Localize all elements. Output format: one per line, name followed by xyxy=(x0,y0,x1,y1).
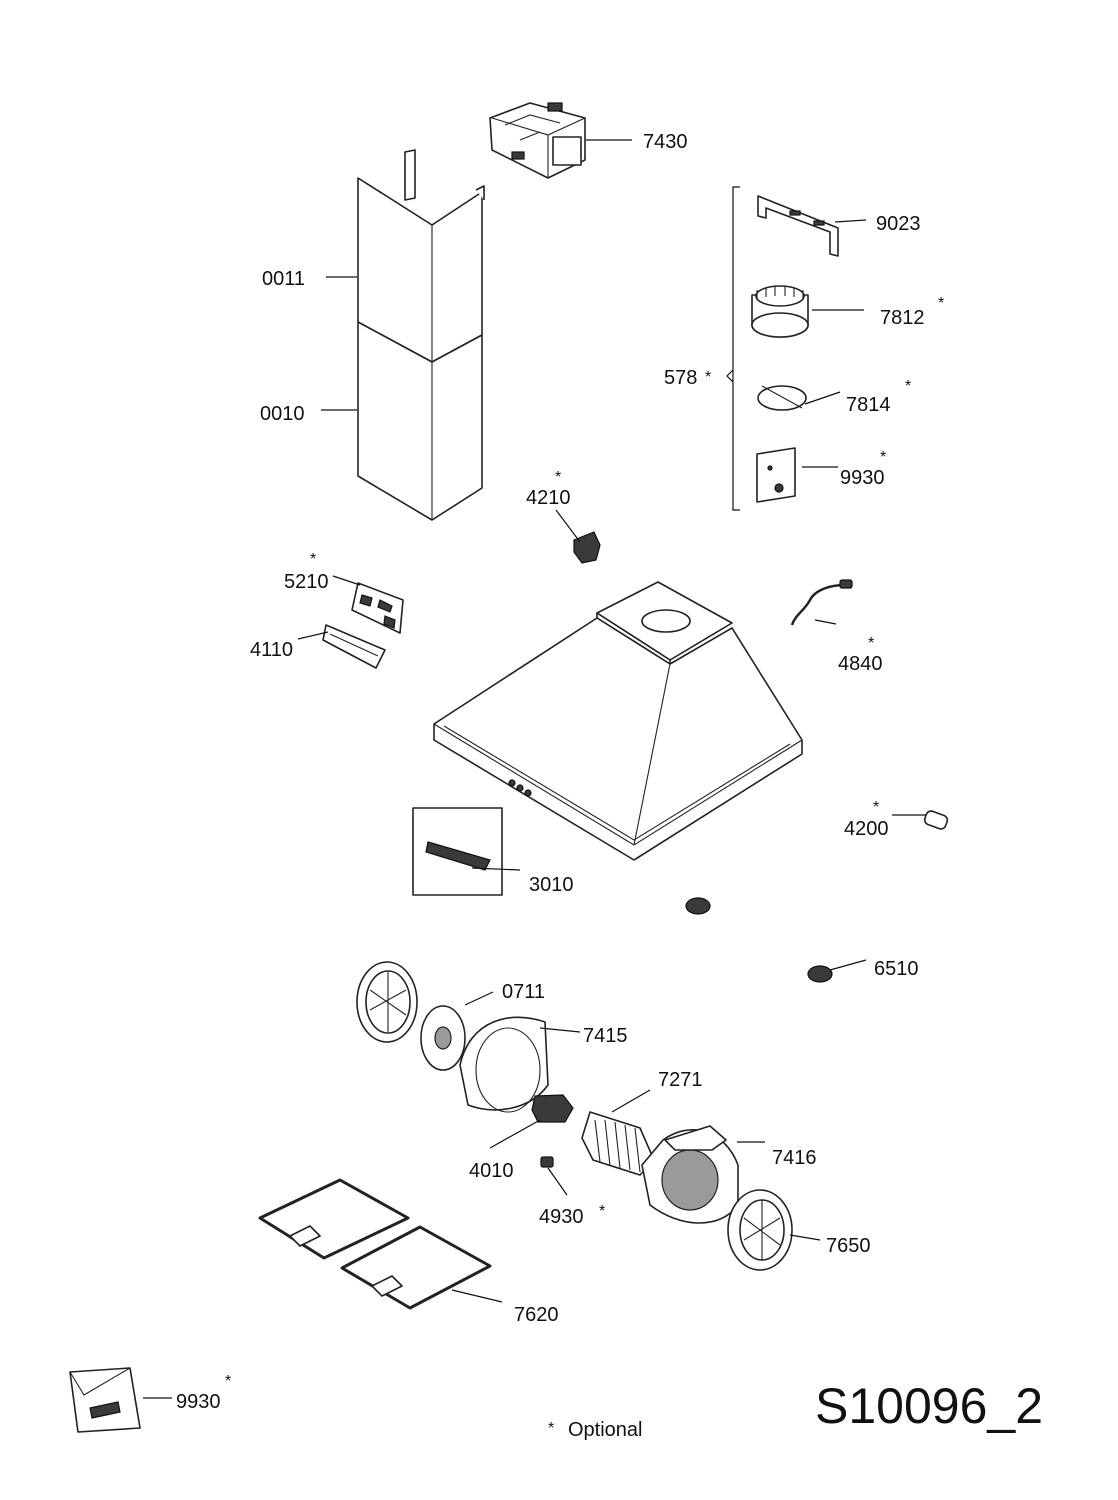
part-marker-7814: * xyxy=(905,378,911,395)
part-label-9023: 9023 xyxy=(876,213,921,235)
hood-body-illustration xyxy=(433,581,803,861)
part-marker-4200: * xyxy=(873,799,879,816)
small-parts-illustrations xyxy=(685,810,949,983)
part-label-7271: 7271 xyxy=(658,1069,703,1091)
part-marker-4840: * xyxy=(868,635,874,652)
part-label-4010: 4010 xyxy=(469,1160,514,1182)
part-3010-illustration xyxy=(412,807,503,896)
part-label-4200: 4200 xyxy=(844,818,889,840)
part-marker-5210: * xyxy=(310,551,316,568)
part-label-7415: 7415 xyxy=(583,1025,628,1047)
part-label-4840: 4840 xyxy=(838,653,883,675)
part-marker-4210: * xyxy=(555,469,561,486)
part-4840-illustration xyxy=(790,579,853,626)
part-label-5210: 5210 xyxy=(284,571,329,593)
kit-marker-578: * xyxy=(705,369,711,386)
part-marker-4930: * xyxy=(599,1203,605,1220)
part-label-7416: 7416 xyxy=(772,1147,817,1169)
part-label-7650: 7650 xyxy=(826,1235,871,1257)
kit-578-illustrations xyxy=(751,195,839,503)
part-label-7812: 7812 xyxy=(880,307,925,329)
part-label-4210: 4210 xyxy=(526,487,571,509)
part-label-9930a: 9930 xyxy=(840,467,885,489)
part-label-0010: 0010 xyxy=(260,403,305,425)
kit-578-bracket xyxy=(726,186,740,511)
part-label-9930b: 9930 xyxy=(176,1391,221,1413)
part-marker-9930b: * xyxy=(225,1373,231,1390)
part-5210-4110-illustrations xyxy=(322,582,404,669)
diagram-code: S10096_2 xyxy=(815,1378,1043,1434)
part-label-4110: 4110 xyxy=(250,639,293,661)
leader-lines xyxy=(143,139,926,1399)
part-label-7620: 7620 xyxy=(514,1304,559,1326)
part-label-0711: 0711 xyxy=(502,981,545,1003)
part-label-4930: 4930 xyxy=(539,1206,584,1228)
part-label-7430: 7430 xyxy=(643,131,688,153)
part-9930-bag-illustration xyxy=(69,1367,141,1433)
part-label-3010: 3010 xyxy=(529,874,574,896)
chimney-illustration xyxy=(357,149,485,521)
part-marker-7812: * xyxy=(938,295,944,312)
legend-marker: * xyxy=(548,1420,554,1437)
motor-assembly-illustration xyxy=(356,961,793,1271)
part-label-6510: 6510 xyxy=(874,958,919,980)
legend-optional: Optional xyxy=(568,1419,643,1441)
part-7430-illustration xyxy=(489,102,586,179)
part-7620-illustration xyxy=(258,1178,492,1310)
kit-label-578: 578 xyxy=(664,367,697,389)
part-label-0011: 0011 xyxy=(262,268,305,290)
part-marker-9930a: * xyxy=(880,449,886,466)
part-label-7814: 7814 xyxy=(846,394,891,416)
part-4210-illustration xyxy=(573,531,601,564)
